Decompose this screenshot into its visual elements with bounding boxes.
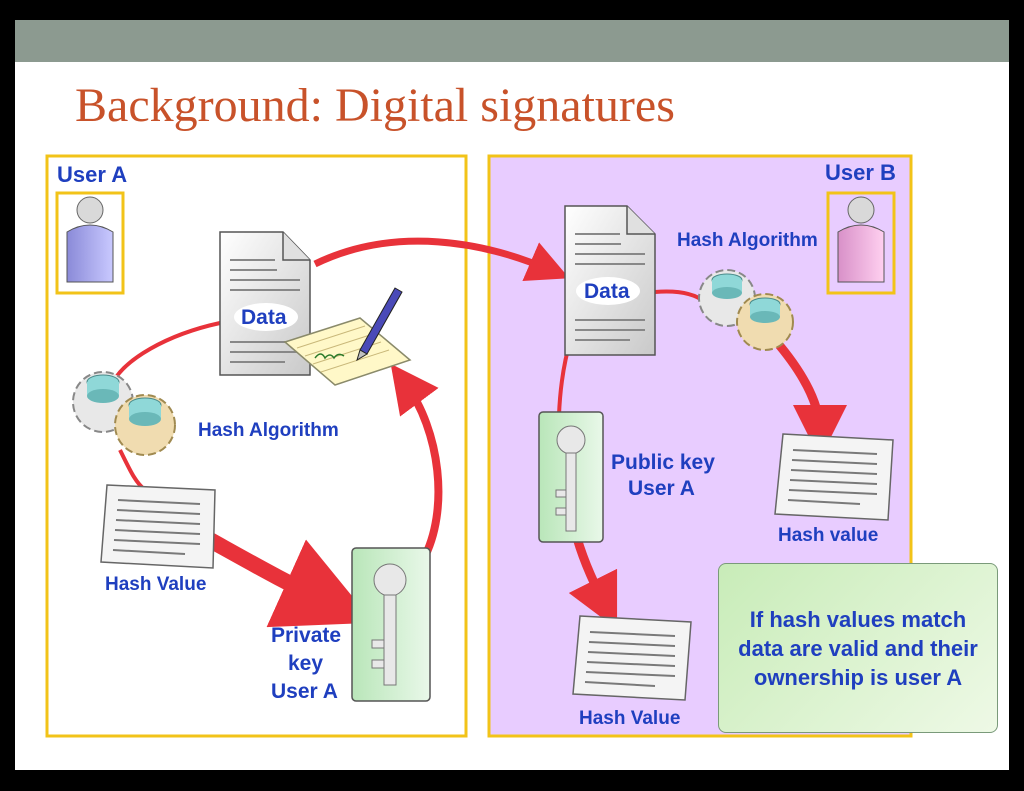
hash-value-label-b-bottom: Hash Value (579, 708, 680, 729)
arrow-data-to-b (313, 237, 570, 281)
hash-algorithm-a-icon (72, 371, 176, 456)
hash-value-label-a: Hash Value (105, 574, 206, 595)
hash-value-a-icon (100, 484, 216, 569)
arrow-key-to-signature (390, 363, 443, 562)
user-a-title: User A (57, 162, 127, 187)
hash-algorithm-b-icon (698, 269, 794, 351)
slide-title: Background: Digital signatures (75, 79, 675, 132)
arrow-hash-to-value-b (771, 337, 847, 459)
verification-note-text: If hash values match data are valid and … (738, 606, 978, 690)
user-a-avatar-icon (55, 191, 125, 295)
data-document-a-icon (219, 231, 311, 376)
signature-pen-icon (283, 287, 412, 386)
user-b-avatar-icon (826, 191, 896, 295)
hash-value-b-right-icon (774, 433, 894, 521)
private-key-label-line2: key (288, 652, 323, 675)
arrow-data-to-hash-a (111, 321, 221, 384)
arrow-value-to-key-a (206, 533, 374, 628)
data-label-a: Data (241, 306, 287, 329)
data-label-b: Data (584, 280, 630, 303)
verification-note: If hash values match data are valid and … (718, 563, 998, 733)
private-key-label-line3: User A (271, 680, 338, 703)
private-key-icon (351, 547, 431, 702)
hash-algorithm-label-b: Hash Algorithm (677, 230, 818, 251)
user-b-title: User B (825, 160, 896, 185)
hash-value-b-bottom-icon (572, 615, 692, 701)
public-key-icon (538, 411, 604, 543)
public-key-label-line1: Public key (611, 451, 715, 474)
private-key-label-line1: Private (271, 624, 341, 647)
hash-value-label-b-right: Hash value (778, 525, 878, 546)
hash-algorithm-label-a: Hash Algorithm (198, 420, 339, 441)
public-key-label-line2: User A (628, 477, 695, 500)
top-bar (15, 20, 1009, 62)
slide: Background: Digital signatures User A Us… (15, 20, 1009, 770)
arrow-key-to-value-b (568, 536, 618, 630)
data-document-b-icon (564, 205, 656, 356)
